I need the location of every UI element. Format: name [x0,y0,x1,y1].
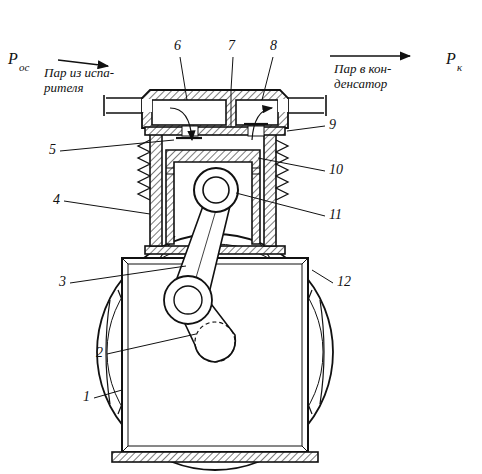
discharge-valve [244,123,268,125]
suction-chamber [152,100,226,125]
callout-number: 2 [96,345,103,361]
crankcase-inner [128,264,302,446]
crankshaft [195,322,235,362]
cylinder-wall [150,134,162,246]
cylinder-wall [264,134,276,246]
callout-number: 7 [228,38,235,54]
crankcase-body [122,258,308,452]
suction-valve [176,137,202,139]
flow-label: Пар в кон- денсатор [334,62,406,92]
callout-number: 11 [329,207,342,223]
suction-pipe [104,95,142,116]
leader-lines [60,57,333,398]
cooling-fins [138,140,150,200]
callout-number: 3 [59,274,66,290]
partition [231,90,232,128]
flow-label: Пар из испа- рителя [44,66,128,96]
pressure-label: P [446,50,456,68]
cooling-fins [276,140,288,200]
crank-pin [174,286,202,314]
pressure-label: P [8,50,18,68]
crankcase-rim-inner [107,244,323,460]
base-flange [112,452,318,462]
callout-number: 4 [53,192,60,208]
callout-number: 6 [174,38,181,54]
callout-number: 10 [329,162,343,178]
discharge-chamber [236,100,278,125]
pressure-subscript: ос [19,61,29,74]
callout-number: 9 [329,117,336,133]
pressure-subscript: к [457,61,462,74]
callout-number: 8 [270,38,277,54]
discharge-pipe [288,95,326,116]
callout-number: 12 [337,274,351,290]
small-end [194,168,238,212]
callout-number: 5 [49,142,56,158]
valve-plate [145,127,285,135]
piston-pin [203,177,229,203]
big-end [164,276,212,324]
callout-number: 1 [83,389,90,405]
